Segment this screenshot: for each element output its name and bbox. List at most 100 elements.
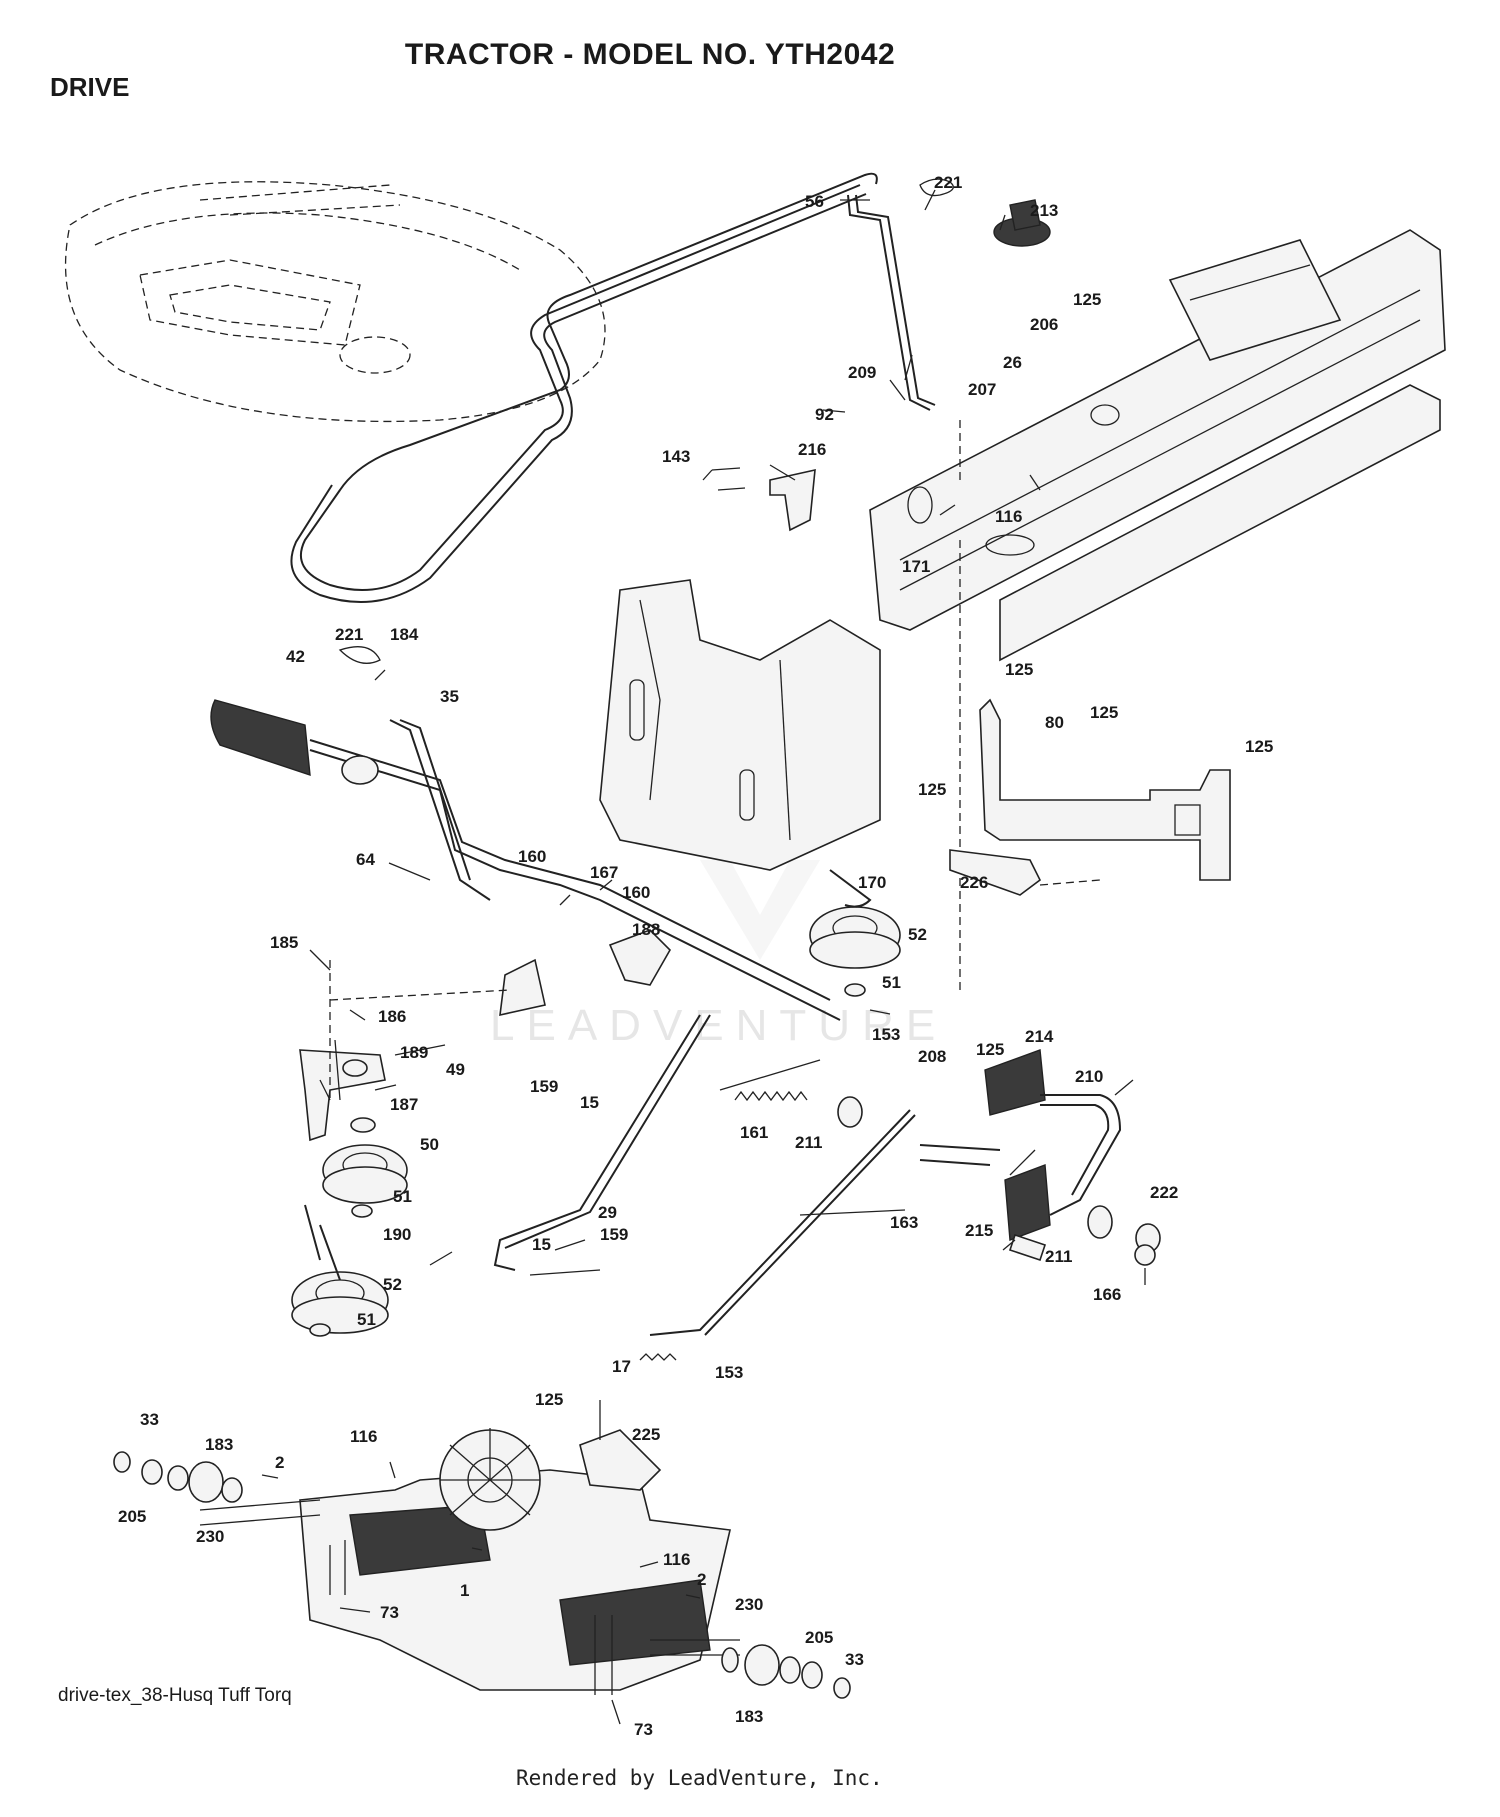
callout-125: 125 (976, 1040, 1004, 1059)
pulley-52-lower (291, 1271, 389, 1334)
callout-205: 205 (805, 1628, 833, 1647)
bracket-80 (979, 698, 1231, 881)
pulley-52-upper (809, 906, 901, 969)
callout-167: 167 (590, 863, 618, 882)
callout-207: 207 (968, 380, 996, 399)
leader-lines (309, 189, 1146, 1725)
callout-163: 163 (890, 1213, 918, 1232)
callout-153: 153 (715, 1363, 743, 1382)
callout-209: 209 (848, 363, 876, 382)
page-title: TRACTOR - MODEL NO. YTH2042 (404, 38, 896, 71)
section-heading: DRIVE (50, 72, 130, 102)
callout-64: 64 (356, 850, 375, 869)
callout-206: 206 (1030, 315, 1058, 334)
shift-lever-assembly (847, 178, 1051, 411)
transaxle-assembly (199, 1428, 740, 1691)
bracket-226 (949, 849, 1101, 896)
drive-belt (290, 172, 878, 604)
callout-230: 230 (196, 1527, 224, 1546)
callout-116: 116 (350, 1427, 377, 1446)
cross-shaft-parts (499, 879, 671, 1017)
callout-221: 221 (934, 173, 962, 192)
callout-214: 214 (1025, 1027, 1054, 1046)
bracket-216 (711, 467, 816, 532)
mower-deck-outline (64, 181, 606, 423)
spring-17 (639, 1353, 677, 1361)
callout-143: 143 (662, 447, 690, 466)
callout-52: 52 (908, 925, 927, 944)
callout-161: 161 (740, 1123, 768, 1142)
callout-116: 116 (995, 507, 1022, 526)
callout-208: 208 (918, 1047, 946, 1066)
callout-205: 205 (118, 1507, 146, 1526)
callout-15: 15 (580, 1093, 599, 1112)
callout-2: 2 (697, 1570, 706, 1589)
tractor-frame (599, 229, 1446, 990)
rod-163 (649, 1109, 916, 1336)
callout-230: 230 (735, 1595, 763, 1614)
callout-125: 125 (535, 1390, 563, 1409)
washer-set-right (837, 1096, 1161, 1266)
callout-51: 51 (393, 1187, 412, 1206)
callout-73: 73 (380, 1603, 399, 1622)
lift-lever-assembly (210, 646, 841, 1021)
callout-210: 210 (1075, 1067, 1103, 1086)
spring-161 (719, 1059, 821, 1102)
callout-50: 50 (420, 1135, 439, 1154)
callout-125: 125 (1005, 660, 1033, 679)
callout-125: 125 (1073, 290, 1101, 309)
callout-190: 190 (383, 1225, 411, 1244)
callout-186: 186 (378, 1007, 406, 1026)
callout-125: 125 (918, 780, 946, 799)
callout-26: 26 (1003, 353, 1022, 372)
callout-215: 215 (965, 1221, 993, 1240)
callout-189: 189 (400, 1043, 428, 1062)
small-hardware (304, 869, 872, 1337)
callout-183: 183 (205, 1435, 233, 1454)
watermark-text: LEADVENTURE (490, 1001, 947, 1050)
callout-159: 159 (600, 1225, 628, 1244)
rod-29 (493, 1014, 711, 1271)
callout-160: 160 (622, 883, 650, 902)
callout-33: 33 (845, 1650, 864, 1669)
callout-216: 216 (798, 440, 826, 459)
callout-160: 160 (518, 847, 546, 866)
callout-29: 29 (598, 1203, 617, 1222)
callout-49: 49 (446, 1060, 465, 1079)
brake-pedal-assembly (919, 1049, 1122, 1262)
callout-221: 221 (335, 625, 363, 644)
callout-15: 15 (532, 1235, 551, 1254)
callout-116: 116 (663, 1550, 690, 1569)
callout-35: 35 (440, 687, 459, 706)
callout-184: 184 (390, 625, 419, 644)
pulley-50 (322, 1144, 408, 1204)
axle-hardware-right (685, 1594, 851, 1699)
callout-211: 211 (1045, 1247, 1072, 1266)
callout-171: 171 (902, 557, 930, 576)
callout-1: 1 (460, 1581, 469, 1600)
callout-51: 51 (357, 1310, 376, 1329)
rendered-by-credit: Rendered by LeadVenture, Inc. (516, 1766, 883, 1790)
callout-170: 170 (858, 873, 886, 892)
callout-52: 52 (383, 1275, 402, 1294)
callout-33: 33 (140, 1410, 159, 1429)
callout-51: 51 (882, 973, 901, 992)
callout-185: 185 (270, 933, 298, 952)
callout-80: 80 (1045, 713, 1064, 732)
callout-2: 2 (275, 1453, 284, 1472)
callout-183: 183 (735, 1707, 763, 1726)
callout-166: 166 (1093, 1285, 1121, 1304)
callout-213: 213 (1030, 201, 1058, 220)
callout-labels: 56 221 213 125 206 26 209 207 92 143 216… (118, 173, 1273, 1739)
callout-125: 125 (1245, 737, 1273, 756)
axle-hardware-left (113, 1451, 279, 1503)
callout-159: 159 (530, 1077, 558, 1096)
callout-225: 225 (632, 1425, 660, 1444)
callout-188: 188 (632, 920, 660, 939)
callout-153: 153 (872, 1025, 900, 1044)
callout-187: 187 (390, 1095, 418, 1114)
diagram-caption: drive-tex_38-Husq Tuff Torq (58, 1685, 292, 1706)
callout-92: 92 (815, 405, 834, 424)
callout-73: 73 (634, 1720, 653, 1739)
